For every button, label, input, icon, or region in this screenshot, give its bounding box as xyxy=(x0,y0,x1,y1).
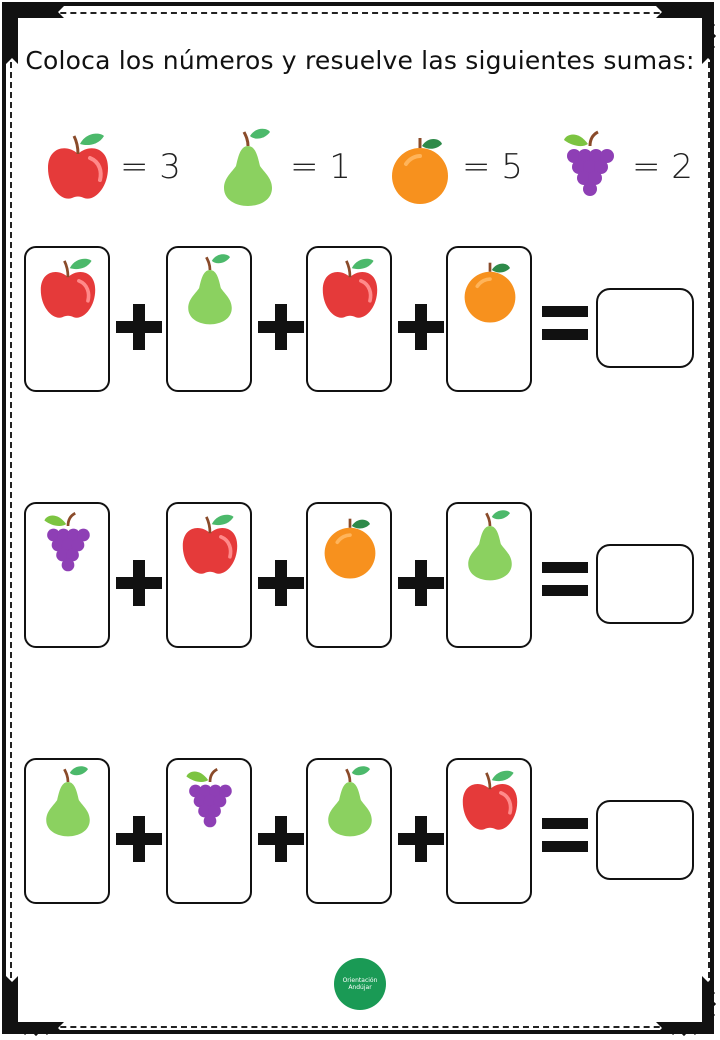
corner-ornament xyxy=(4,976,64,1036)
number-card[interactable] xyxy=(166,502,252,648)
number-card[interactable] xyxy=(446,502,532,648)
number-card[interactable] xyxy=(306,502,392,648)
orange-icon xyxy=(324,518,376,579)
sum-row xyxy=(0,758,720,918)
legend-orange: = 5 xyxy=(382,122,523,212)
equals-sign xyxy=(542,306,588,340)
publisher-logo: Orientación Andújar xyxy=(334,958,386,1010)
number-card[interactable] xyxy=(24,246,110,392)
legend-grapes: = 2 xyxy=(552,122,693,212)
plus-sign xyxy=(398,304,444,350)
corner-ornament xyxy=(656,976,716,1036)
plus-sign xyxy=(116,816,162,862)
plus-sign xyxy=(398,816,444,862)
plus-sign xyxy=(258,304,304,350)
answer-box[interactable] xyxy=(596,544,694,624)
answer-box[interactable] xyxy=(596,800,694,880)
pear-icon xyxy=(468,510,512,581)
sum-row xyxy=(0,246,720,406)
number-card[interactable] xyxy=(306,758,392,904)
pear-icon xyxy=(328,766,372,837)
number-card[interactable] xyxy=(24,502,110,648)
logo-text: Orientación Andújar xyxy=(342,977,378,991)
orange-icon xyxy=(392,138,448,204)
dashed-border xyxy=(10,12,710,1028)
fruit-value-legend: = 3 = 1 = 5 = 2 xyxy=(0,122,720,212)
orange-icon xyxy=(464,262,516,323)
plus-sign xyxy=(398,560,444,606)
legend-apple: = 3 xyxy=(40,122,181,212)
pear-icon xyxy=(46,766,90,837)
number-card[interactable] xyxy=(24,758,110,904)
apple-icon xyxy=(40,258,96,318)
grapes-icon xyxy=(44,512,90,572)
number-card[interactable] xyxy=(446,758,532,904)
plus-sign xyxy=(116,560,162,606)
worksheet-title: Coloca los números y resuelve las siguie… xyxy=(25,46,695,75)
legend-value: = 2 xyxy=(632,147,693,187)
number-card[interactable] xyxy=(166,758,252,904)
grapes-icon xyxy=(564,130,614,196)
plus-sign xyxy=(116,304,162,350)
pear-icon xyxy=(224,128,272,206)
pear-icon xyxy=(188,254,232,325)
answer-box[interactable] xyxy=(596,288,694,368)
apple-icon xyxy=(182,514,238,574)
legend-value: = 3 xyxy=(120,147,181,187)
sum-row xyxy=(0,502,720,662)
equals-sign xyxy=(542,562,588,596)
plus-sign xyxy=(258,560,304,606)
apple-icon xyxy=(48,133,108,199)
legend-value: = 5 xyxy=(462,147,523,187)
corner-ornament xyxy=(4,4,64,64)
number-card[interactable] xyxy=(166,246,252,392)
legend-pear: = 1 xyxy=(210,122,351,212)
corner-ornament xyxy=(656,4,716,64)
apple-icon xyxy=(462,770,518,830)
equals-sign xyxy=(542,818,588,852)
plus-sign xyxy=(258,816,304,862)
number-card[interactable] xyxy=(446,246,532,392)
apple-icon xyxy=(322,258,378,318)
legend-value: = 1 xyxy=(290,147,351,187)
number-card[interactable] xyxy=(306,246,392,392)
grapes-icon xyxy=(186,768,232,828)
